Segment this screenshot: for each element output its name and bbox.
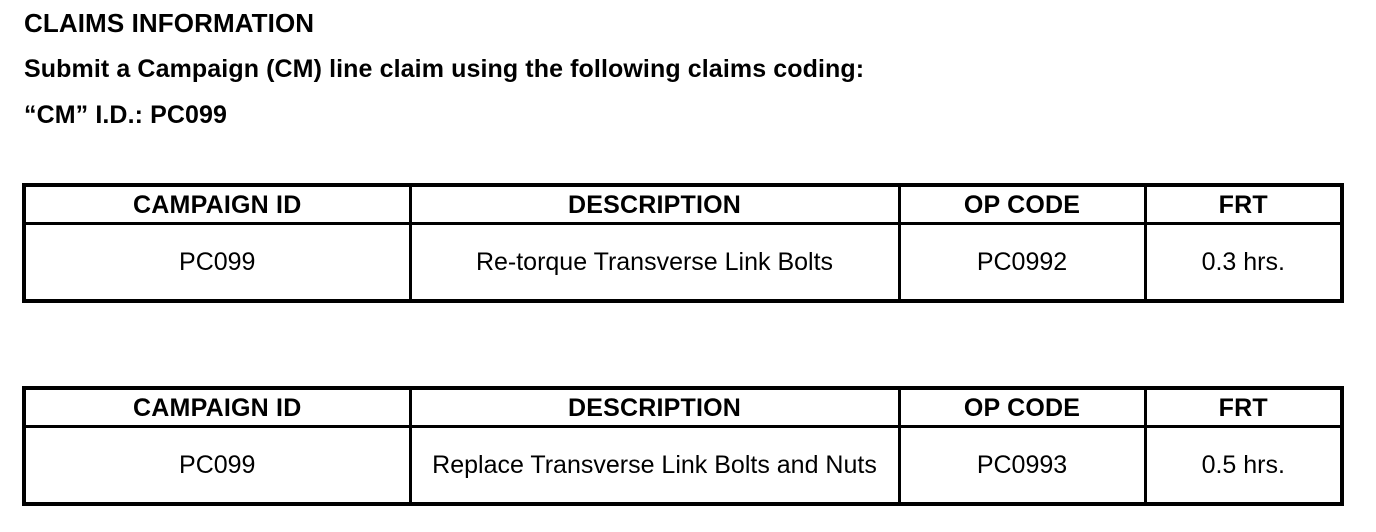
column-header-op-code: OP CODE [897,386,1147,428]
cell-campaign-id: PC099 [22,222,412,303]
claims-coding-table-2: CAMPAIGN ID DESCRIPTION OP CODE FRT PC09… [22,386,1344,506]
column-header-frt: FRT [1143,386,1344,428]
column-header-op-code: OP CODE [897,183,1147,225]
table-header-row: CAMPAIGN ID DESCRIPTION OP CODE FRT [22,386,1344,428]
column-header-campaign-id: CAMPAIGN ID [22,386,412,428]
cell-frt: 0.3 hrs. [1143,222,1344,303]
cell-description: Replace Transverse Link Bolts and Nuts [408,425,901,506]
cell-campaign-id: PC099 [22,425,412,506]
cell-frt: 0.5 hrs. [1143,425,1344,506]
cell-description: Re-torque Transverse Link Bolts [408,222,901,303]
table-header-row: CAMPAIGN ID DESCRIPTION OP CODE FRT [22,183,1344,225]
cm-id-line: “CM” I.D.: PC099 [24,101,228,129]
cell-op-code: PC0992 [897,222,1147,303]
column-header-description: DESCRIPTION [408,183,901,225]
claims-coding-table-1: CAMPAIGN ID DESCRIPTION OP CODE FRT PC09… [22,183,1344,303]
column-header-description: DESCRIPTION [408,386,901,428]
table-row: PC099 Re-torque Transverse Link Bolts PC… [22,222,1344,303]
claims-coding-instruction: Submit a Campaign (CM) line claim using … [24,55,865,83]
page-title: CLAIMS INFORMATION [24,8,315,38]
table-row: PC099 Replace Transverse Link Bolts and … [22,425,1344,506]
claims-information-heading-block: CLAIMS INFORMATION Submit a Campaign (CM… [24,8,1354,130]
cell-op-code: PC0993 [897,425,1147,506]
column-header-frt: FRT [1143,183,1344,225]
column-header-campaign-id: CAMPAIGN ID [22,183,412,225]
